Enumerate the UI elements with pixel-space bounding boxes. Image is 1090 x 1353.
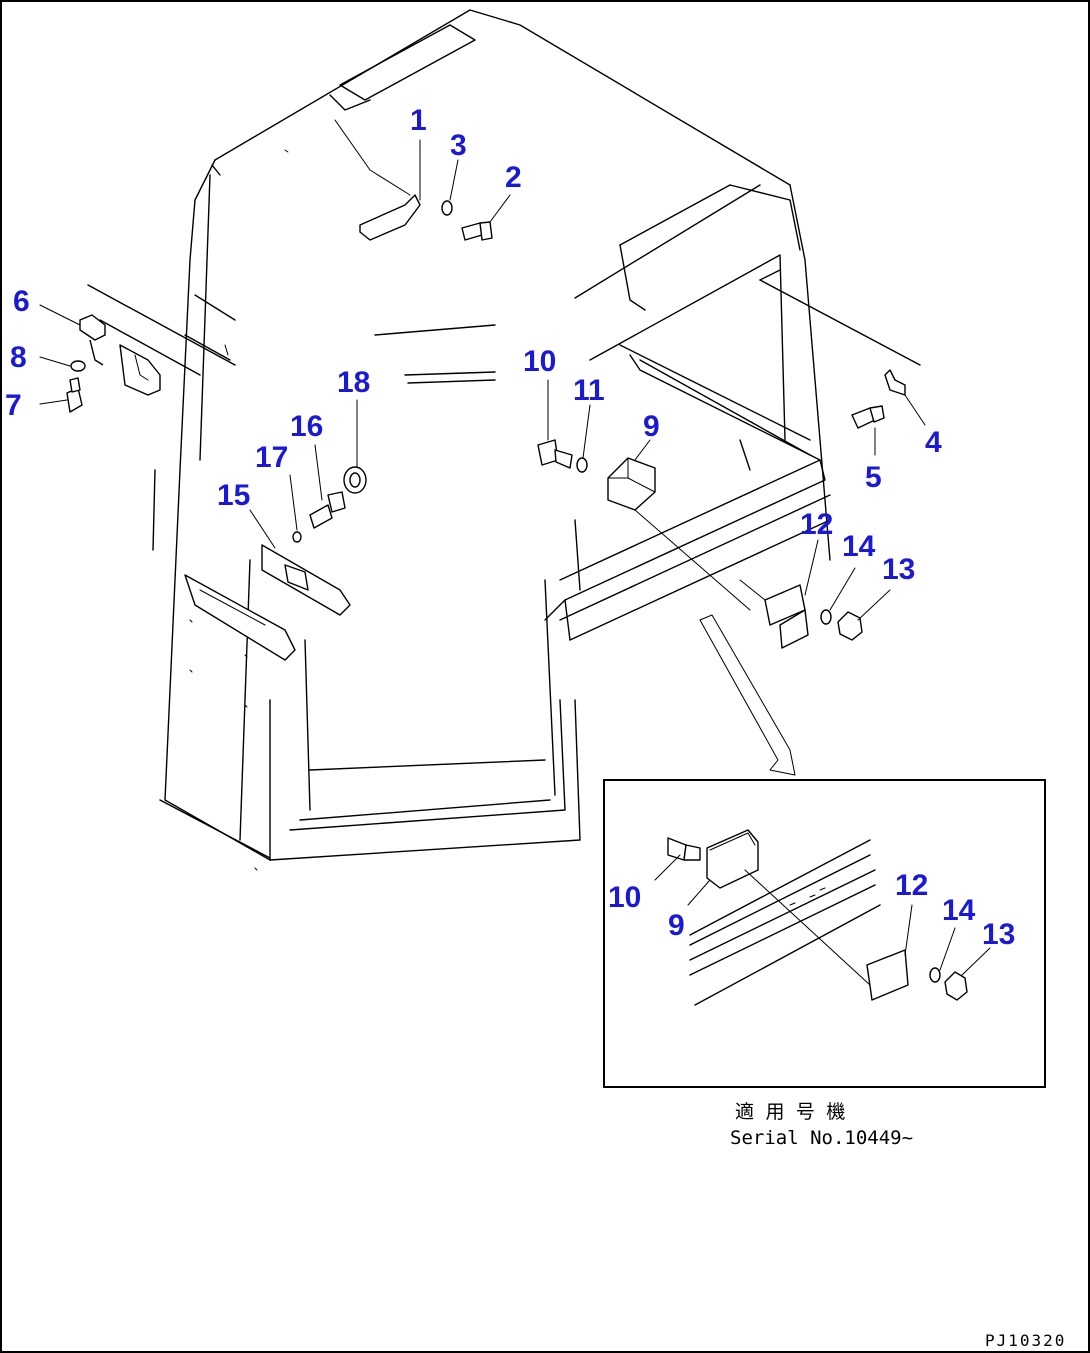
callout-labels: 1 2 3 4 5 6 7 8 9 10 11 12 13 14 15 16 1… bbox=[5, 104, 1015, 951]
part-grommet-18 bbox=[343, 466, 367, 494]
part-bracket-12 bbox=[739, 579, 809, 649]
callout-12: 12 bbox=[800, 508, 833, 541]
part-washer-17 bbox=[292, 531, 302, 543]
leader-lines bbox=[39, 139, 926, 621]
callout-2: 2 bbox=[505, 161, 522, 194]
applicability-note: Serial No.10449~ bbox=[730, 1127, 913, 1149]
part-washer-8 bbox=[70, 360, 86, 372]
callout-11: 11 bbox=[573, 374, 605, 407]
callout-16: 16 bbox=[290, 410, 323, 443]
inset-detail bbox=[603, 779, 1046, 1088]
part-bolt-2 bbox=[461, 221, 493, 241]
callout-5: 5 bbox=[865, 461, 882, 494]
inset-callout-9: 9 bbox=[668, 909, 685, 942]
cab-body bbox=[87, 9, 921, 871]
part-hinge-6 bbox=[79, 314, 161, 396]
callout-14: 14 bbox=[842, 530, 876, 563]
part-bolt-10 bbox=[537, 439, 573, 469]
callout-1: 1 bbox=[410, 104, 427, 137]
part-bolt-5 bbox=[851, 405, 885, 429]
part-bolt-16 bbox=[309, 491, 346, 529]
callout-10: 10 bbox=[523, 345, 556, 378]
part-striker-9 bbox=[607, 457, 751, 611]
callout-3: 3 bbox=[450, 129, 467, 162]
callout-17: 17 bbox=[255, 441, 288, 474]
detail-arrow bbox=[699, 614, 796, 776]
inset-callout-13: 13 bbox=[982, 918, 1015, 951]
part-washer-3 bbox=[441, 200, 453, 216]
inset-callout-12: 12 bbox=[895, 869, 928, 902]
inset-frame bbox=[603, 779, 1046, 1088]
callout-18: 18 bbox=[337, 366, 370, 399]
part-catch-4 bbox=[884, 369, 906, 396]
part-bolt-7 bbox=[66, 377, 83, 413]
part-lock-15 bbox=[184, 544, 351, 661]
callout-4: 4 bbox=[925, 426, 942, 459]
callout-7: 7 bbox=[5, 389, 22, 422]
drawing-code: PJ10320 bbox=[985, 1331, 1066, 1350]
applicability-note-jp: 適 用 号 機 bbox=[735, 1101, 845, 1123]
part-washer-14 bbox=[820, 609, 832, 625]
part-handle bbox=[334, 119, 421, 241]
callout-15: 15 bbox=[217, 479, 250, 512]
inset-callout-10: 10 bbox=[608, 881, 641, 914]
callout-6: 6 bbox=[13, 285, 30, 318]
inset-callout-14: 14 bbox=[942, 894, 976, 927]
callout-8: 8 bbox=[10, 341, 27, 374]
part-washer-11 bbox=[576, 457, 588, 473]
part-nut-13 bbox=[837, 611, 863, 641]
callout-13: 13 bbox=[882, 553, 915, 586]
callout-9: 9 bbox=[643, 410, 660, 443]
